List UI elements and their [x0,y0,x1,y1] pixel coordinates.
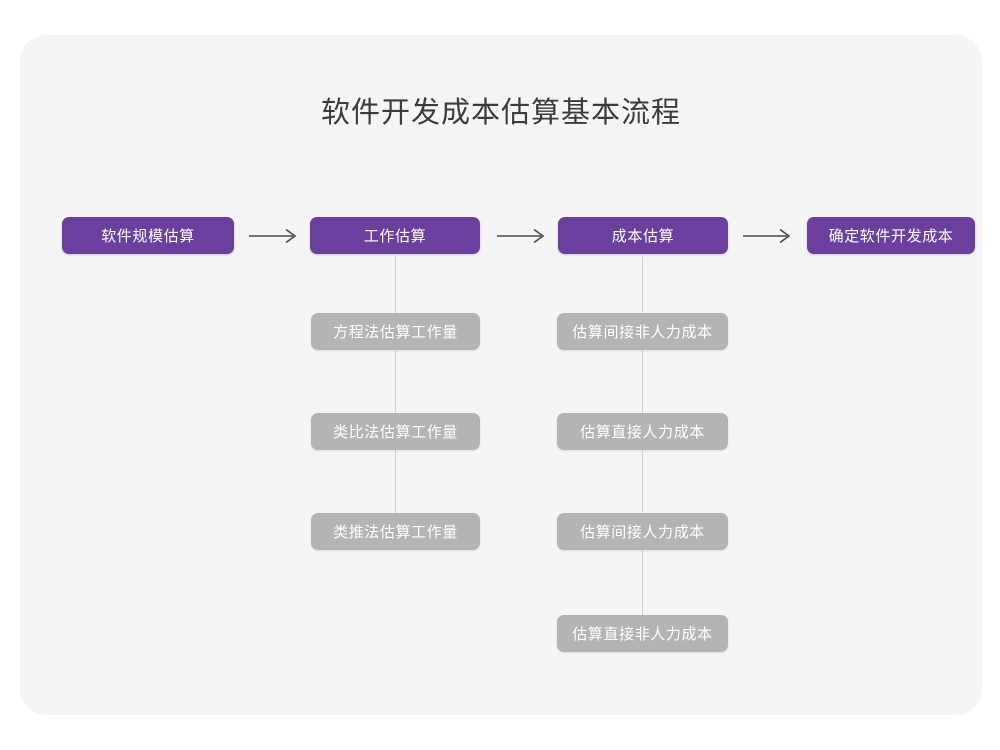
connector-line [642,350,643,413]
connector-line [395,450,396,513]
arrow-right-icon [496,227,550,245]
connector-line [642,254,643,313]
flow-node-determine-development-cost[interactable]: 确定软件开发成本 [807,217,975,254]
flow-node-cost-estimation[interactable]: 成本估算 [558,217,728,254]
substep-node-indirect-nonlabor-cost[interactable]: 估算间接非人力成本 [557,313,728,350]
connector-line [395,254,396,313]
page-title: 软件开发成本估算基本流程 [320,97,681,129]
connector-line [642,450,643,513]
substep-node-inference-method-effort[interactable]: 类推法估算工作量 [311,513,480,550]
arrow-right-icon [742,227,796,245]
connector-line [642,550,643,615]
substep-node-analogy-method-effort[interactable]: 类比法估算工作量 [311,413,480,450]
substep-node-direct-labor-cost[interactable]: 估算直接人力成本 [557,413,728,450]
flow-node-effort-estimation[interactable]: 工作估算 [310,217,480,254]
substep-node-indirect-labor-cost[interactable]: 估算间接人力成本 [557,513,728,550]
substep-node-direct-nonlabor-cost[interactable]: 估算直接非人力成本 [557,615,728,652]
arrow-right-icon [248,227,302,245]
diagram-card: 软件开发成本估算基本流程 软件规模估算 工作估算 成本估算 确定软件开发成本 方… [20,35,982,715]
substep-node-equation-method-effort[interactable]: 方程法估算工作量 [311,313,480,350]
flow-node-software-scale-estimation[interactable]: 软件规模估算 [62,217,234,254]
connector-line [395,350,396,413]
